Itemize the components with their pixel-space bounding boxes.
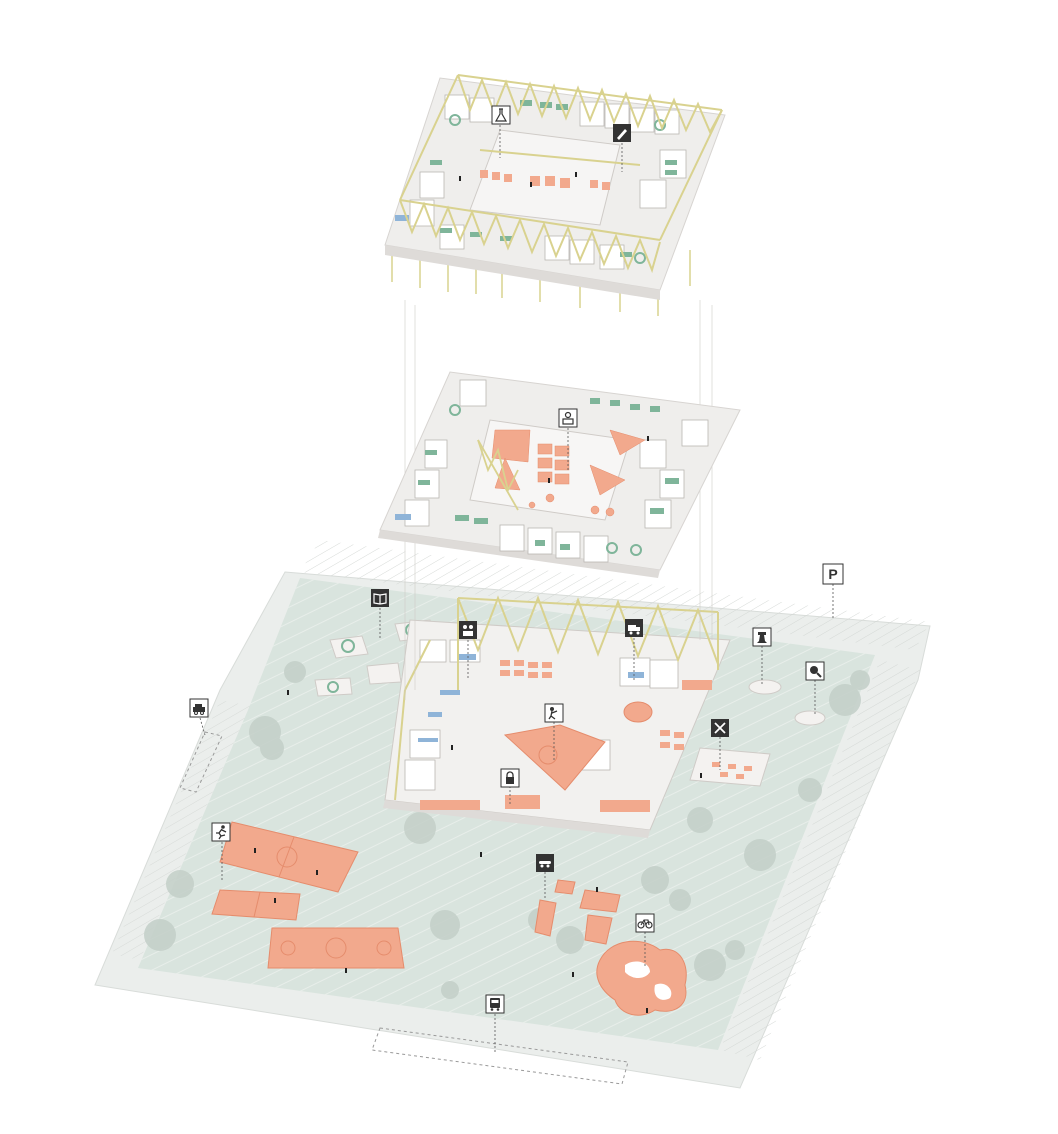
- ground-floor-building: [383, 595, 731, 838]
- parking-stalls-right: [720, 660, 920, 1060]
- outdoor-pads: [689, 679, 826, 787]
- ground-level: [94, 540, 931, 1089]
- library-book-icon: [371, 589, 389, 607]
- basketball-hall-icon: [544, 703, 564, 723]
- skateboard-icon: [536, 854, 554, 872]
- parking-sign-label: P: [828, 566, 837, 582]
- presenter-icon: [558, 408, 578, 428]
- parking-sign: P: [822, 563, 844, 585]
- art-brush-icon: [613, 124, 631, 142]
- bicycle-icon: [635, 913, 655, 933]
- tennis-court: [211, 889, 301, 921]
- parking-stalls-top: [300, 540, 930, 650]
- delivery-truck-icon: [625, 619, 643, 637]
- sports-hall: [503, 724, 606, 791]
- icon-leader-lines: [199, 125, 834, 1054]
- bike-loop: [596, 940, 687, 1016]
- lab-icon: [491, 105, 511, 125]
- locker-icon: [500, 768, 520, 788]
- bus-stop-icon: [485, 994, 505, 1014]
- ping-pong-icon: [805, 661, 825, 681]
- people-figures: [254, 172, 702, 1013]
- middle-level: [378, 371, 741, 578]
- trees: [144, 661, 870, 999]
- skate-park: [534, 879, 621, 945]
- chess-icon: [752, 627, 772, 647]
- restaurant-icon: [711, 719, 729, 737]
- upper-level: [384, 74, 726, 316]
- car-drop-off-icon: [189, 698, 209, 718]
- car-drop-off-zone: [179, 731, 223, 793]
- community-meeting-icon: [459, 621, 477, 639]
- basketball-court-top: [219, 821, 359, 893]
- parking-stalls-left: [112, 700, 250, 960]
- sports-courts: [211, 821, 405, 969]
- basketball-court-bottom: [267, 927, 405, 969]
- fitness-running-icon: [211, 822, 231, 842]
